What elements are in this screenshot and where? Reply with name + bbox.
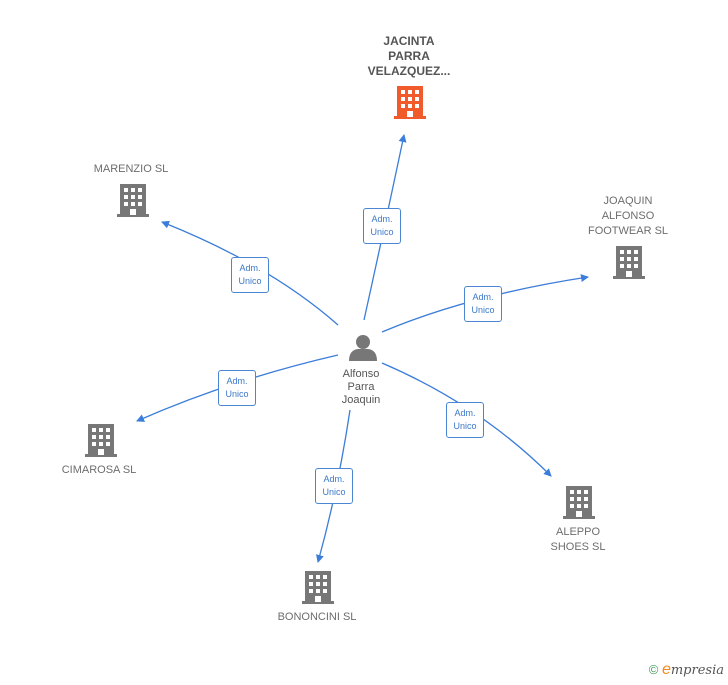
person-icon	[349, 335, 377, 361]
edge-label-role: Adm.	[323, 474, 345, 484]
node-label-line: SHOES SL	[550, 541, 606, 553]
node-label-joaquin-alfonso[interactable]: JOAQUIN ALFONSO FOOTWEAR SL	[588, 194, 668, 239]
building-icon[interactable]	[613, 246, 645, 279]
edge-label-role: Adm.	[454, 408, 476, 418]
copyright-symbol: ©	[648, 662, 659, 677]
building-icon[interactable]	[302, 571, 334, 604]
brand-name: mpresia	[670, 663, 724, 678]
edge-label-role: Adm.	[226, 376, 248, 386]
building-icon[interactable]	[394, 86, 426, 119]
node-label-line: CIMAROSA SL	[61, 464, 137, 476]
center-person-label[interactable]: Alfonso Parra Joaquin	[342, 368, 381, 407]
edge-label-role: Adm.	[472, 292, 494, 302]
edge-label-bononcini: Adm. Unico	[315, 468, 353, 504]
edge-label-type: Unico	[453, 421, 477, 431]
node-label-bononcini[interactable]: BONONCINI SL	[278, 610, 357, 625]
building-icon[interactable]	[563, 486, 595, 519]
node-label-line: JOAQUIN	[603, 195, 653, 207]
edge-label-type: Unico	[370, 227, 394, 237]
edge-label-role: Adm.	[371, 214, 393, 224]
building-icon[interactable]	[85, 424, 117, 457]
edge-label-type: Unico	[238, 276, 262, 286]
node-label-line: ALEPPO	[555, 526, 601, 538]
node-label-line: VELAZQUEZ...	[367, 64, 451, 78]
node-label-line: JACINTA	[383, 34, 435, 48]
brand-initial: e	[661, 661, 671, 678]
edge-label-type: Unico	[225, 389, 249, 399]
edge-label-type: Unico	[322, 487, 346, 497]
edge-label-type: Unico	[471, 305, 495, 315]
edge-label-joaquin-alfonso: Adm. Unico	[464, 286, 502, 322]
node-label-cimarosa[interactable]: CIMAROSA SL	[62, 463, 137, 478]
person-name-line: Parra	[347, 381, 375, 393]
node-label-line: BONONCINI SL	[277, 611, 357, 623]
edge-label-aleppo: Adm. Unico	[446, 402, 484, 438]
node-label-line: FOOTWEAR SL	[587, 225, 669, 237]
person-name-line: Alfonso	[342, 368, 380, 380]
person-name-line: Joaquin	[341, 394, 381, 406]
node-label-line: ALFONSO	[601, 210, 655, 222]
node-label-jacinta[interactable]: JACINTA PARRA VELAZQUEZ...	[368, 34, 451, 79]
building-icon[interactable]	[117, 184, 149, 217]
edge-label-cimarosa: Adm. Unico	[218, 370, 256, 406]
node-label-aleppo[interactable]: ALEPPO SHOES SL	[550, 525, 605, 555]
node-label-line: MARENZIO SL	[93, 163, 169, 175]
node-label-marenzio[interactable]: MARENZIO SL	[94, 162, 169, 177]
edge-label-marenzio: Adm. Unico	[231, 257, 269, 293]
empresia-watermark: © empresia	[649, 661, 724, 679]
edge-label-jacinta: Adm. Unico	[363, 208, 401, 244]
edge-label-role: Adm.	[239, 263, 261, 273]
node-label-line: PARRA	[388, 49, 430, 63]
